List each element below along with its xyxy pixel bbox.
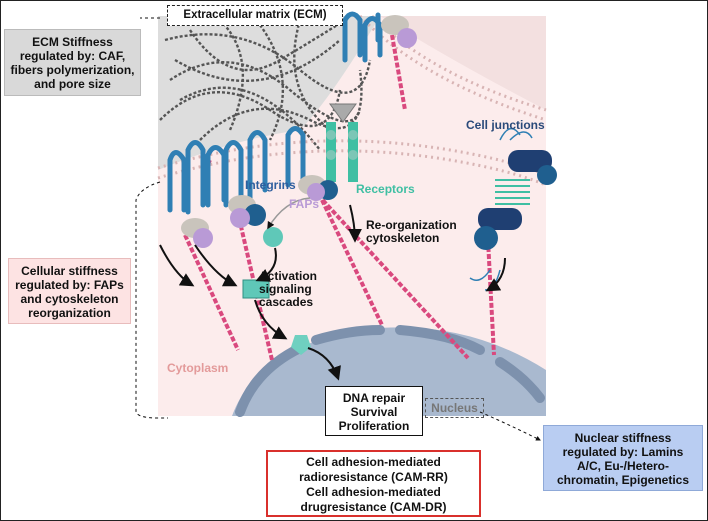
- cell-junctions-label: Cell junctions: [466, 118, 545, 132]
- cell-junction: [469, 127, 557, 291]
- dna-repair-line: DNA repair: [342, 391, 406, 405]
- reorganization-label: Re-organization cytoskeleton: [366, 219, 457, 245]
- integrin-clusters: [167, 11, 383, 215]
- cellular-stiffness-box: Cellular stiffness regulated by: FAPs an…: [8, 258, 131, 324]
- cam-rr-line-1: Cell adhesion-mediated: [306, 455, 441, 469]
- activation-line-3: cascades: [259, 295, 314, 309]
- cam-dr-line-2: drugresistance (CAM-DR): [300, 500, 447, 514]
- activation-line-1: Activation: [259, 269, 318, 283]
- nucleus-label: Nucleus: [431, 401, 478, 415]
- ecm-title: Extracellular matrix (ECM): [183, 9, 327, 21]
- nuclear-stiffness-line-3: A/C, Eu-/Hetero-: [576, 459, 669, 473]
- nucleus-label-box: Nucleus: [425, 398, 484, 418]
- receptors-label: Receptors: [356, 182, 415, 196]
- activation-line-2: signaling: [259, 282, 312, 296]
- resistance-box: Cell adhesion-mediated radioresistance (…: [266, 450, 481, 517]
- ecm-stiffness-box: ECM Stiffness regulated by: CAF, fibers …: [4, 29, 141, 96]
- nuclear-envelope: [235, 325, 545, 417]
- dna-repair-box: DNA repair Survival Proliferation: [325, 386, 423, 436]
- ecm-stiffness-line-3: fibers polymerization,: [10, 63, 135, 77]
- survival-line: Survival: [350, 405, 398, 419]
- cam-dr-line-1: Cell adhesion-mediated: [306, 485, 441, 499]
- plasma-membrane: [157, 14, 547, 187]
- nuclear-stiffness-line-2: regulated by: Lamins: [562, 445, 684, 459]
- ecm-stiffness-line-4: and pore size: [34, 77, 111, 91]
- receptor-shape: [326, 103, 358, 182]
- faps-label: FAPs: [289, 197, 320, 211]
- cellular-stiffness-line-3: and cytoskeleton: [20, 292, 119, 306]
- ecm-stiffness-line-2: regulated by: CAF,: [19, 49, 126, 63]
- ecm-fibers: [159, 19, 372, 151]
- cellular-stiffness-line-4: reorganization: [28, 306, 111, 320]
- nuclear-stiffness-line-1: Nuclear stiffness: [574, 431, 672, 445]
- signal-molecule: [263, 227, 283, 247]
- cytoplasm-label: Cytoplasm: [167, 361, 229, 375]
- fap-complexes: [181, 15, 417, 248]
- connectors: [135, 17, 541, 441]
- cam-rr-line-2: radioresistance (CAM-RR): [299, 470, 448, 484]
- ecm-area: [158, 16, 380, 170]
- reorganization-line-2: cytoskeleton: [366, 231, 440, 245]
- cellular-stiffness-line-1: Cellular stiffness: [21, 264, 118, 278]
- proliferation-line: Proliferation: [338, 419, 410, 433]
- integrins-label: Integrins: [245, 178, 296, 192]
- nuclear-stiffness-line-4: chromatin, Epigenetics: [556, 473, 690, 487]
- signal-pentagon: [291, 335, 311, 355]
- cellular-stiffness-line-2: regulated by: FAPs: [15, 278, 124, 292]
- ecm-title-box: Extracellular matrix (ECM): [167, 5, 343, 26]
- reorganization-line-1: Re-organization: [366, 218, 457, 232]
- nuclear-stiffness-box: Nuclear stiffness regulated by: Lamins A…: [543, 425, 703, 491]
- pathway-arrows: [159, 204, 506, 381]
- ecm-stiffness-line-1: ECM Stiffness: [32, 35, 113, 49]
- activation-label: Activation signaling cascades: [259, 270, 317, 309]
